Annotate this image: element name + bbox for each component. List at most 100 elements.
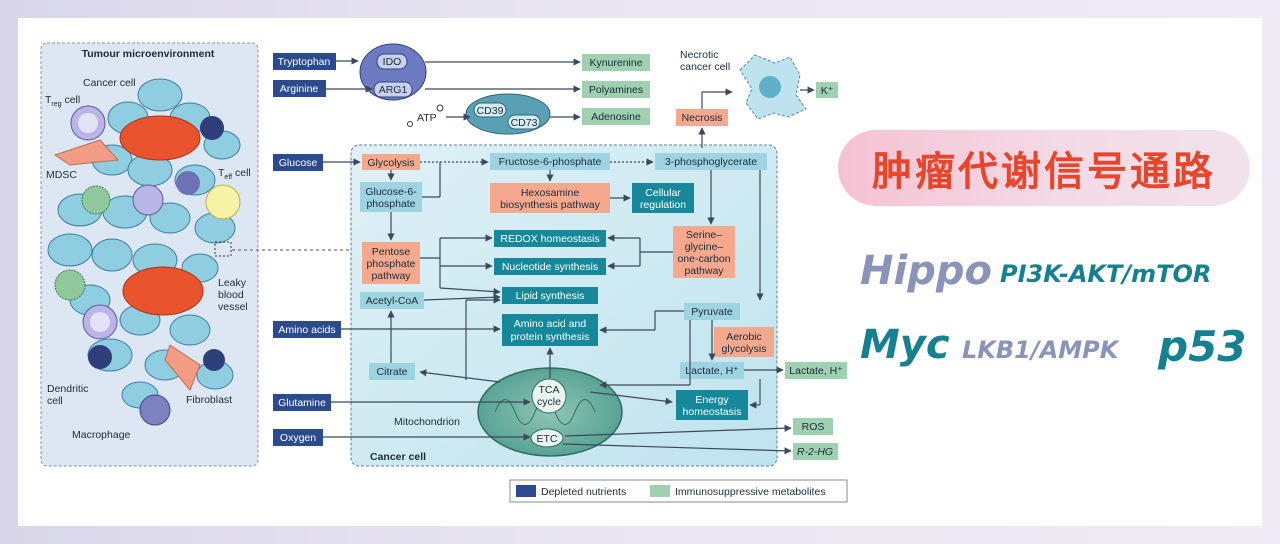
label-teff: Teff cell [218,167,251,181]
box-lactate-in [680,362,744,379]
box-cellular-regulation [632,183,694,213]
svg-text:blood: blood [218,289,244,301]
legend-swatch-immuno [650,485,670,497]
svg-text:Amino acids: Amino acids [278,324,335,336]
svg-text:cancer cell: cancer cell [680,61,730,73]
keyword-myc: Myc [860,322,950,368]
svg-text:CD73: CD73 [511,117,538,129]
keyword-p53: p53 [1158,322,1247,371]
legend-swatch-depleted [516,485,536,497]
svg-text:Citrate: Citrate [377,366,408,378]
svg-text:ETC: ETC [537,433,558,445]
svg-text:TCA: TCA [539,384,560,396]
page-title: 肿瘤代谢信号通路 [838,130,1250,206]
svg-text:Cellular: Cellular [645,187,681,199]
box-tryptophan [273,53,336,70]
fibroblast-icon [53,139,120,166]
box-pentose-phosphate [362,242,420,284]
svg-text:homeostasis: homeostasis [683,406,742,418]
svg-text:Acetyl-CoA: Acetyl-CoA [366,295,419,307]
box-aerobic-glycolysis [714,327,774,357]
label-dendritic: Dendritic [47,383,88,395]
svg-text:biosynthesis pathway: biosynthesis pathway [500,199,601,211]
box-amino-acids [273,321,341,338]
label-macrophage: Macrophage [72,429,131,441]
label-leaky: Leaky [218,277,247,289]
macrophage-icon [139,394,171,426]
svg-text:glycine–: glycine– [685,241,724,253]
keyword-hippo: Hippo [860,248,992,294]
box-glutamine [273,394,331,411]
box-potassium [816,82,838,98]
svg-text:IDO: IDO [383,56,402,68]
box-fructose-6-phosphate [490,153,610,170]
atp-label: ATP [417,112,437,124]
box-serine-glycine [673,226,735,278]
dendritic-cell-icon [200,116,224,140]
svg-text:Amino acid and: Amino acid and [514,318,587,330]
svg-text:one-carbon: one-carbon [677,253,730,265]
svg-text:3-phosphoglycerate: 3-phosphoglycerate [665,156,757,168]
svg-text:Fructose-6-phosphate: Fructose-6-phosphate [499,156,602,168]
svg-text:ROS: ROS [802,421,825,433]
svg-text:Nucleotide synthesis: Nucleotide synthesis [502,261,598,273]
svg-text:Pentose: Pentose [372,246,411,258]
box-kynurenine [582,54,650,71]
svg-text:CD39: CD39 [477,105,504,117]
svg-text:K⁺: K⁺ [821,85,834,97]
svg-text:Serine–: Serine– [686,229,722,241]
teff-cell-icon [205,184,241,220]
box-adenosine [582,108,650,125]
box-polyamines [582,81,650,98]
box-lipid [502,287,598,304]
keyword-pi3k: PI3K-AKT/mTOR [1000,260,1212,288]
leaky-vessel-icon [119,115,201,161]
svg-text:Lactate, H⁺: Lactate, H⁺ [685,365,738,377]
leaky-vessel-icon [122,266,204,316]
box-amino-acid-synthesis [502,314,598,346]
svg-text:Glycolysis: Glycolysis [367,157,414,169]
box-acetyl-coa [360,292,424,309]
tme-title: Tumour microenvironment [82,48,215,60]
box-hexosamine [490,183,610,213]
cancer-cell-label: Cancer cell [370,451,426,463]
mdsc-icon [81,185,111,215]
svg-text:Energy: Energy [695,394,729,406]
label-treg: Treg cell [45,94,80,108]
svg-text:pathway: pathway [371,270,411,282]
etc-icon [530,428,564,448]
svg-text:Pyruvate: Pyruvate [691,306,733,318]
box-redox [494,230,606,247]
cd39-enzyme [473,102,507,118]
svg-text:glycolysis: glycolysis [722,343,767,355]
box-r2hg [793,443,838,460]
svg-text:Lipid synthesis: Lipid synthesis [516,290,585,302]
svg-text:Glutamine: Glutamine [278,397,326,409]
svg-text:cell: cell [47,395,63,407]
svg-text:Hexosamine: Hexosamine [521,187,580,199]
tumour-microenvironment-panel: Tumour microenvironment [40,42,259,467]
box-3-phosphoglycerate [655,153,767,170]
mitochondrion-label: Mitochondrion [394,416,460,428]
svg-text:phosphate: phosphate [366,198,415,210]
arg1-enzyme [373,81,413,98]
svg-text:Arginine: Arginine [280,83,319,95]
box-glucose-6-phosphate [360,182,422,212]
svg-text:Lactate, H⁺: Lactate, H⁺ [789,365,842,377]
pathway-arrows [323,57,815,455]
label-mdsc: MDSC [46,169,77,181]
svg-text:ARG1: ARG1 [379,84,408,96]
svg-text:regulation: regulation [640,199,686,211]
svg-text:cycle: cycle [537,396,561,408]
legend: Depleted nutrients Immunosuppressive met… [509,479,848,503]
box-ros [793,418,833,435]
box-oxygen [273,429,323,446]
box-arginine [273,80,326,97]
tca-cycle-icon [531,378,567,414]
svg-text:Tryptophan: Tryptophan [278,56,331,68]
box-glucose [273,154,323,171]
zoom-box [214,241,232,257]
svg-text:phosphate: phosphate [366,258,415,270]
svg-text:Glucose: Glucose [279,157,318,169]
